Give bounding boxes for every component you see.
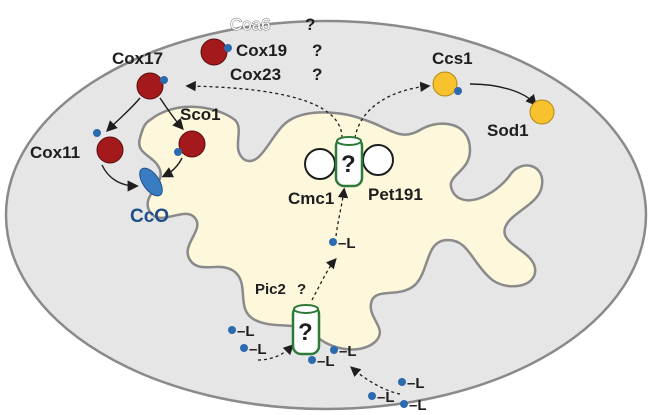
ligand-label-1: –L	[237, 323, 255, 340]
sco1-protein	[178, 130, 206, 158]
cox11-label: Cox11	[30, 143, 80, 162]
arrow-cox17-to-cox11	[106, 97, 141, 132]
cox17-label: Cox17	[112, 49, 163, 68]
ligand-copper-1	[228, 326, 236, 334]
ligand-copper-7	[400, 400, 408, 408]
sco1-copper-ion	[174, 148, 182, 156]
ligand-copper-5	[398, 378, 406, 386]
ligand-copper-4	[330, 346, 338, 354]
arrow-sco1-to-cco	[161, 157, 183, 178]
upper-transporter-question: ?	[341, 151, 356, 178]
ligand-copper-3	[308, 356, 316, 364]
pic2-transporter-top	[293, 304, 319, 314]
arrow-to-ccs1	[354, 81, 431, 139]
matrix-ligand-label: –L	[338, 235, 356, 252]
sod1-label: Sod1	[487, 121, 529, 140]
arrow-cox17-to-sco1	[159, 97, 184, 131]
cmc1-protein	[304, 148, 336, 180]
cox11-protein	[96, 136, 124, 164]
inner-matrix	[137, 105, 544, 351]
ligand-label-7: –L	[409, 397, 427, 414]
ligand-label-4: –L	[339, 343, 357, 360]
pic2-transporter-question: ?	[298, 319, 313, 346]
pic2-question: ?	[297, 281, 306, 298]
cox19-label: Cox19	[236, 41, 287, 60]
ligand-label-2: –L	[249, 341, 267, 358]
ligand-copper-6	[368, 392, 376, 400]
sod1-protein	[529, 99, 555, 125]
arrow-ligand-to-transporter	[335, 187, 349, 237]
coa6-question: ?	[305, 15, 315, 34]
cox19-question: ?	[312, 41, 322, 60]
upper-transporter-top	[336, 136, 362, 146]
pet191-protein	[362, 144, 394, 176]
cmc1-label: Cmc1	[288, 189, 334, 208]
matrix-copper-ion	[329, 238, 337, 246]
cco-complex	[139, 167, 163, 197]
ligand-label-6: –L	[377, 389, 395, 406]
coa6-label: Coa6	[230, 15, 271, 34]
pet191-label: Pet191	[368, 185, 423, 204]
cco-label: CcO	[130, 206, 169, 227]
arrow-cox11-to-cco	[101, 164, 139, 192]
arrow-ccs1-to-sod1	[469, 83, 537, 107]
cox23-question: ?	[312, 65, 322, 84]
arrow-ims-to-pic2	[257, 344, 294, 361]
ligand-label-3: –L	[317, 353, 335, 370]
pic2-label: Pic2	[255, 281, 286, 298]
arrow-pic2-to-ligand	[311, 258, 337, 301]
arrow-to-cox17	[185, 80, 343, 139]
cox19-copper-ion	[224, 44, 232, 52]
cox19-protein	[200, 38, 228, 66]
ccs1-protein	[432, 71, 458, 97]
sco1-label: Sco1	[180, 105, 221, 124]
cox11-copper-ion	[93, 129, 101, 137]
cox17-copper-ion	[160, 76, 168, 84]
ccs1-copper-ion	[454, 87, 462, 95]
arrow-cytosol-to-ims	[350, 366, 401, 395]
ligand-copper-2	[240, 344, 248, 352]
cox23-label: Cox23	[230, 65, 281, 84]
ligand-label-5: –L	[407, 375, 425, 392]
ccs1-label: Ccs1	[432, 49, 473, 68]
cox17-protein	[136, 72, 164, 100]
